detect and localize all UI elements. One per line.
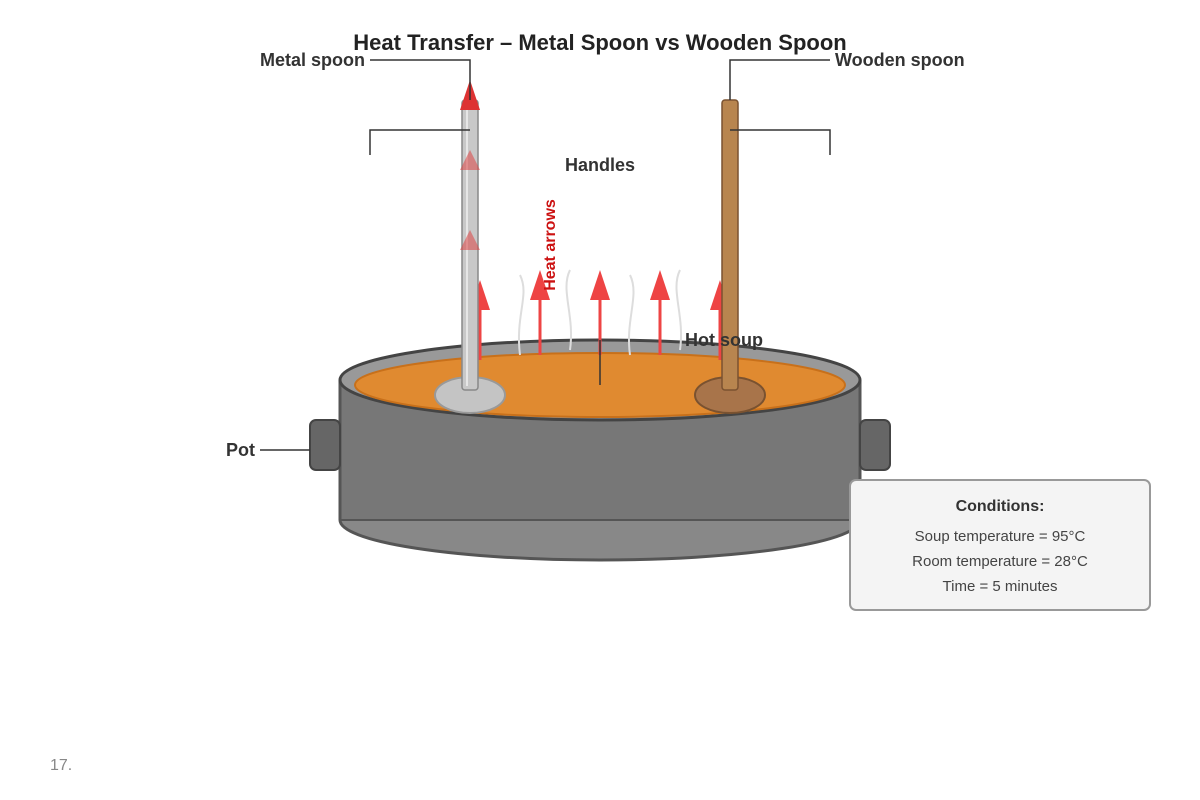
steam-wisp — [565, 269, 572, 351]
heat-arrow — [650, 270, 670, 355]
steam-wisps — [518, 269, 682, 356]
diagram-title: Heat Transfer – Metal Spoon vs Wooden Sp… — [353, 30, 846, 55]
wooden-spoon-label: Wooden spoon — [835, 50, 965, 70]
metal-spoon-heat-arrow — [460, 150, 480, 170]
wooden-spoon-leader — [729, 59, 830, 100]
handles-bracket-right — [730, 129, 831, 155]
heat-arrows-label: Heat arrows — [542, 199, 559, 291]
conditions-box: Conditions: Soup temperature = 95°C Room… — [849, 479, 1151, 611]
condition-soup-temperature: Soup temperature = 95°C — [915, 528, 1086, 545]
pot-label: Pot — [226, 440, 255, 460]
handles-bracket-left — [369, 129, 470, 155]
hot-soup-label: Hot soup — [685, 330, 763, 350]
condition-time: Time = 5 minutes — [943, 578, 1058, 595]
pot-handle-right — [859, 419, 891, 471]
condition-room-temperature: Room temperature = 28°C — [912, 553, 1088, 570]
handles-label: Handles — [565, 155, 635, 175]
steam-wisp — [675, 269, 682, 351]
pot-handle-left — [309, 419, 341, 471]
page-number: 17. — [50, 757, 72, 774]
steam-wisp — [518, 274, 525, 356]
wooden-spoon — [694, 99, 766, 414]
steam-wisp — [628, 274, 635, 356]
metal-spoon — [434, 80, 506, 414]
conditions-heading: Conditions: — [956, 498, 1045, 515]
metal-spoon-label: Metal spoon — [260, 50, 365, 70]
conditions-panel — [849, 479, 1151, 611]
heat-arrow — [530, 270, 550, 355]
metal-spoon-leader — [370, 59, 471, 100]
metal-spoon-heat-arrow — [460, 230, 480, 250]
leader-lines — [260, 59, 831, 451]
